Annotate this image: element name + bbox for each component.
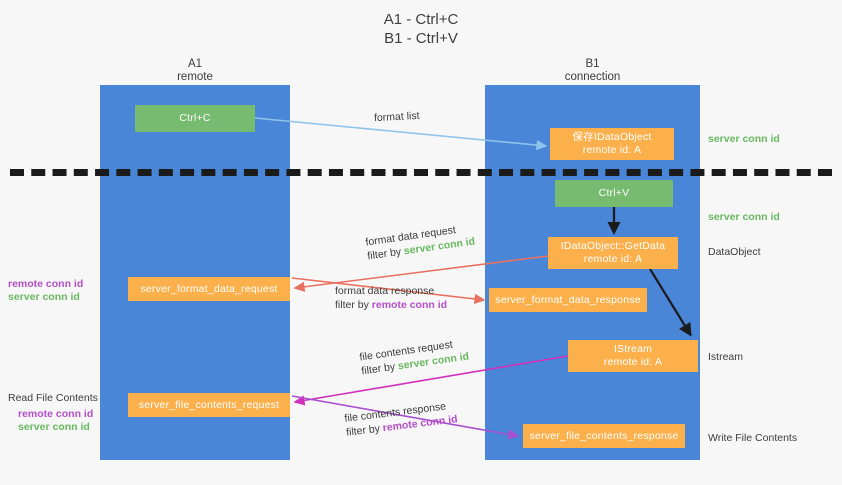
edge-label-format-data-request: format data request filter by server con… [365, 221, 476, 264]
filter-prefix: filter by [345, 422, 384, 439]
edge-label-file-contents-response: file contents response filter by remote … [344, 398, 459, 439]
node-idataobject-line2: remote id: A [582, 144, 642, 156]
annotation-server-conn-id-top: server conn id [708, 133, 780, 145]
node-istream-line2: remote id: A [603, 356, 663, 368]
node-server-file-contents-response[interactable]: server_file_contents_response [523, 424, 685, 448]
filter-prefix: filter by [360, 360, 399, 378]
node-istream-line1: IStream [613, 343, 653, 355]
edge-label-format-data-response: format data response filter by remote co… [335, 284, 447, 312]
edge-label-format-data-response-filter: filter by remote conn id [335, 298, 447, 312]
column-header-a1: A1 remote [100, 58, 290, 84]
annotation-server-conn-id-1: server conn id [8, 291, 80, 303]
filter-prefix: filter by [366, 245, 405, 263]
node-istream[interactable]: IStream remote id: A [568, 340, 698, 372]
annotation-read-file-contents: Read File Contents [8, 392, 98, 404]
node-getdata-line2: remote id: A [583, 253, 643, 265]
edge-label-format-data-response-text: format data response [335, 285, 435, 297]
annotation-remote-conn-id-2: remote conn id [18, 408, 94, 420]
node-server-file-contents-response-label: server_file_contents_response [529, 429, 679, 442]
node-server-format-data-request-label: server_format_data_request [140, 282, 278, 295]
column-a1-name: A1 [187, 58, 203, 70]
node-ctrl-v-label: Ctrl+V [598, 187, 630, 199]
annotation-istream: Istream [708, 351, 744, 363]
edge-label-format-list: format list [374, 109, 420, 125]
column-b1-name: B1 [585, 58, 600, 70]
node-idataobject-getdata[interactable]: IDataObject::GetData remote id: A [548, 237, 678, 269]
column-a1-role: remote [177, 71, 213, 83]
node-ctrl-c-label: Ctrl+C [179, 112, 211, 124]
edge-label-format-list-text: format list [373, 109, 420, 125]
annotation-dataobject: DataObject [708, 246, 761, 258]
node-idataobject[interactable]: 保存IDataObject remote id: A [550, 128, 674, 160]
column-header-b1: B1 connection [485, 58, 700, 84]
node-server-format-data-response[interactable]: server_format_data_response [489, 288, 647, 312]
column-b1-role: connection [564, 71, 621, 83]
node-ctrl-c[interactable]: Ctrl+C [135, 105, 255, 132]
title-line-2: B1 - Ctrl+V [384, 30, 458, 47]
filter-prefix: filter by [335, 299, 372, 311]
filter-key-remote-conn-id: remote conn id [371, 299, 448, 311]
annotation-conn-ids-upper: remote conn id server conn id [8, 278, 83, 304]
annotation-remote-conn-id-1: remote conn id [8, 278, 84, 290]
node-ctrl-v[interactable]: Ctrl+V [555, 180, 673, 207]
edge-label-file-contents-request: file contents request filter by server c… [359, 336, 470, 379]
page-title: A1 - Ctrl+C B1 - Ctrl+V [0, 10, 842, 48]
node-server-file-contents-request[interactable]: server_file_contents_request [128, 393, 290, 417]
annotation-write-file-contents: Write File Contents [708, 432, 798, 444]
node-server-format-data-response-label: server_format_data_response [495, 293, 641, 306]
node-getdata-line1: IDataObject::GetData [560, 240, 666, 252]
title-line-1: A1 - Ctrl+C [383, 11, 459, 28]
annotation-read-file-contents-group: Read File Contents remote conn id server… [8, 392, 98, 434]
phase-divider [10, 169, 832, 176]
annotation-server-conn-id-2: server conn id [18, 421, 90, 433]
node-server-format-data-request[interactable]: server_format_data_request [128, 277, 290, 301]
node-idataobject-line1: 保存IDataObject [572, 131, 652, 143]
annotation-server-conn-id-mid: server conn id [708, 211, 780, 223]
node-server-file-contents-request-label: server_file_contents_request [138, 398, 280, 411]
